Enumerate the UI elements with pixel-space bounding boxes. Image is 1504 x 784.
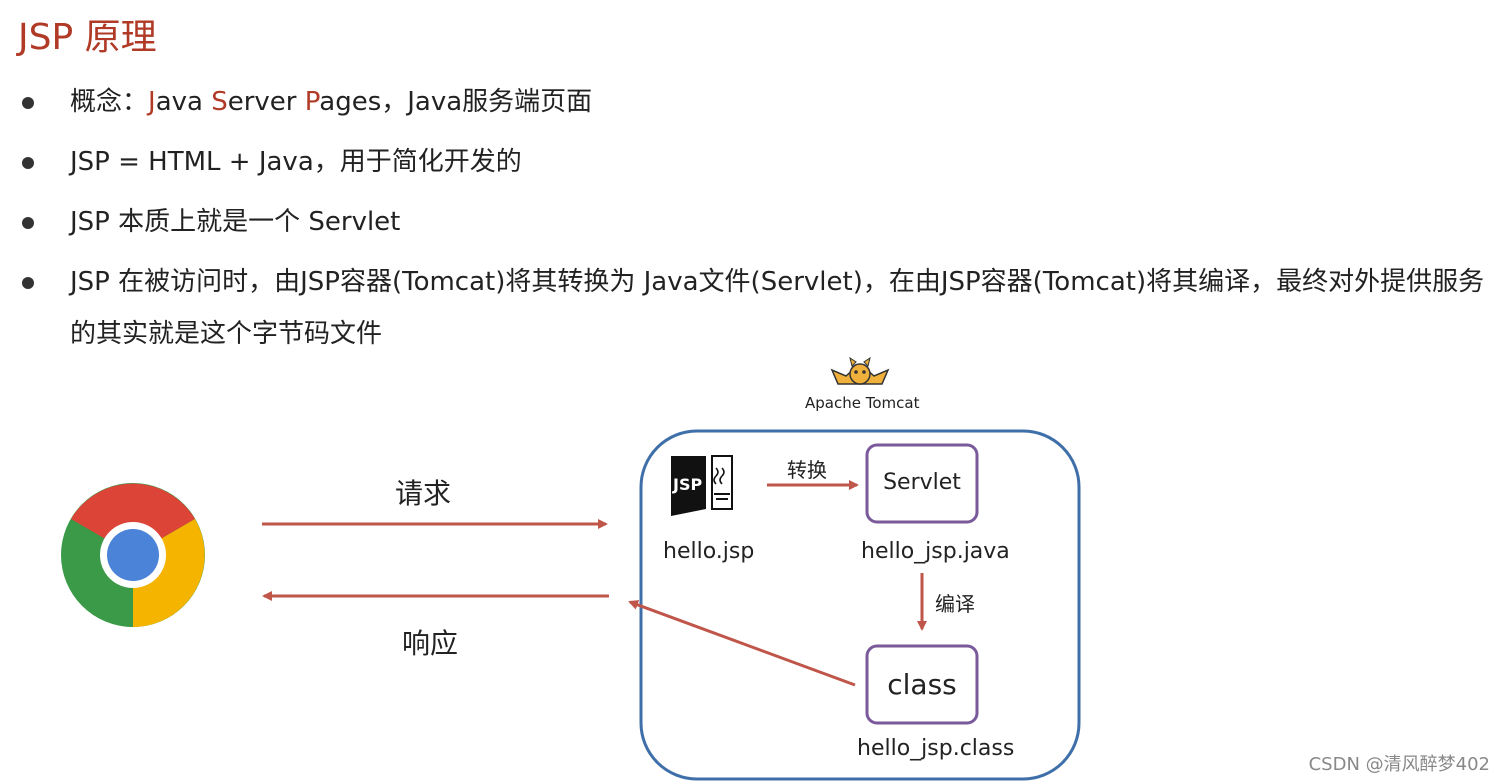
bullet-jsp-servlet: JSP 本质上就是一个 Servlet	[22, 196, 1492, 248]
chrome-icon	[61, 483, 205, 627]
concept-prefix: 概念：	[70, 87, 149, 117]
java-initial-j: J	[148, 87, 156, 117]
tomcat-container	[639, 429, 1081, 781]
compile-label: 编译	[935, 592, 975, 616]
csdn-watermark: CSDN @清风醉梦402	[1308, 754, 1490, 775]
jsp-diagram: 请求 响应 Apache Tomcat JSP hello.jsp 转换 Ser…	[0, 340, 1504, 784]
class-box-label: class	[887, 668, 957, 701]
bullet-jsp-process: JSP 在被访问时，由JSP容器(Tomcat)将其转换为 Java文件(Ser…	[22, 256, 1492, 360]
server-rest: erver	[227, 87, 305, 117]
convert-label: 转换	[787, 458, 827, 482]
class-file-label: hello_jsp.class	[857, 736, 1015, 761]
class-box-border	[865, 644, 979, 725]
request-label: 请求	[395, 477, 452, 510]
bullet-concept: 概念：Java Server Pages，Java服务端页面	[22, 76, 1492, 128]
java-rest: ava	[155, 87, 212, 117]
servlet-box-border	[865, 443, 979, 524]
jsp-file-icon	[671, 455, 733, 516]
bullet-list: 概念：Java Server Pages，Java服务端页面 JSP = HTM…	[22, 76, 1492, 368]
pages-initial-p: P	[304, 87, 320, 117]
jsp-file-label: hello.jsp	[663, 539, 755, 564]
diagram-graphics	[61, 356, 1081, 781]
page-title: JSP 原理	[18, 17, 157, 58]
tomcat-label: Apache Tomcat	[805, 394, 920, 412]
jsp-icon-text: JSP	[673, 475, 703, 494]
tomcat-logo-icon	[830, 356, 890, 385]
servlet-file-label: hello_jsp.java	[861, 539, 1010, 564]
servlet-box-label: Servlet	[883, 470, 961, 495]
bullet-jsp-equation: JSP = HTML + Java，用于简化开发的	[22, 136, 1492, 188]
class-to-response-arrow	[628, 600, 856, 687]
pages-rest: ages，Java服务端页面	[319, 87, 593, 117]
server-initial-s: S	[211, 87, 228, 117]
response-label: 响应	[402, 627, 459, 660]
